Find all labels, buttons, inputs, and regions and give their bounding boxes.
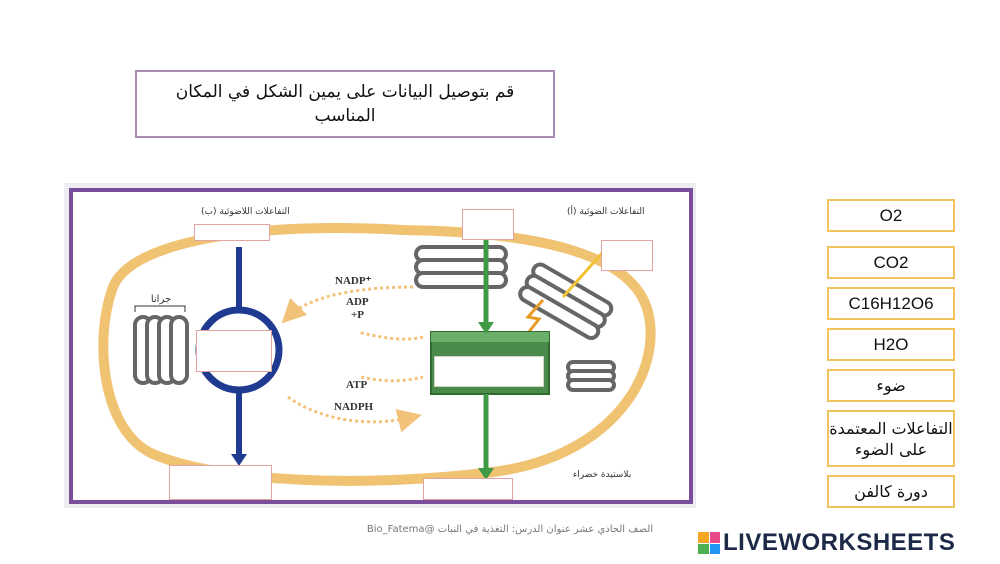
dark-reactions-title: (ب) التفاعلات اللاضوئية bbox=[201, 207, 290, 217]
photosynthesis-diagram: جرانا bbox=[69, 188, 693, 504]
answer-chip-o2[interactable]: O2 bbox=[827, 199, 955, 232]
drop-zone-top-right[interactable] bbox=[601, 240, 653, 271]
drop-zone-bottom-center[interactable] bbox=[423, 478, 513, 500]
diagram-canvas: جرانا bbox=[98, 205, 656, 486]
answer-chip-glucose[interactable]: C16H12O6 bbox=[827, 287, 955, 320]
lightning-icon bbox=[519, 299, 545, 343]
answer-chip-h2o[interactable]: H2O bbox=[827, 328, 955, 361]
answer-chip-co2[interactable]: CO2 bbox=[827, 246, 955, 279]
answer-chip-text: دورة كالفن bbox=[854, 482, 928, 501]
answer-chip-text: CO2 bbox=[873, 253, 909, 272]
thylakoid-tilted bbox=[518, 262, 614, 341]
answer-chip-text: O2 bbox=[879, 206, 903, 225]
answer-chip-light[interactable]: ضوء bbox=[827, 369, 955, 402]
drop-zone-bottom-left[interactable] bbox=[169, 465, 272, 500]
instruction-text: قم بتوصيل البيانات على يمين الشكل في الم… bbox=[175, 82, 515, 126]
atp-label: ATP bbox=[346, 379, 367, 391]
answer-chip-text: C16H12O6 bbox=[848, 294, 934, 313]
logo-mark-icon bbox=[698, 532, 720, 554]
instruction-box: قم بتوصيل البيانات على يمين الشكل في الم… bbox=[135, 70, 555, 138]
energy-flow-arrows bbox=[281, 285, 424, 433]
nadp-label: NADP⁺ bbox=[335, 275, 372, 287]
footer-text: الصف الحادي عشر عنوان الدرس: التغذية في … bbox=[366, 524, 654, 535]
light-reactions-title: (أ) التفاعلات الضوئية bbox=[567, 205, 644, 217]
chloroplast-label: بلاستيدة خضراء bbox=[573, 470, 631, 480]
grana-bracket bbox=[134, 305, 186, 312]
adp-label: ADP bbox=[346, 296, 369, 308]
drop-zone-top-left[interactable] bbox=[194, 224, 270, 241]
p-label: +P bbox=[351, 309, 364, 321]
drop-zone-thylakoid[interactable] bbox=[434, 356, 544, 387]
chloroplast-membrane bbox=[98, 222, 656, 486]
grana-stack-left bbox=[133, 315, 189, 385]
answer-chip-text: ضوء bbox=[876, 376, 906, 395]
footer-caption: الصف الحادي عشر عنوان الدرس: التغذية في … bbox=[360, 523, 660, 537]
light-ray bbox=[561, 251, 605, 298]
oxygen-arrowhead bbox=[478, 468, 494, 480]
grana-label: جرانا bbox=[151, 294, 171, 305]
drop-zone-top-center[interactable] bbox=[462, 209, 514, 240]
answer-chip-text: التفاعلات المعتمدة على الضوء bbox=[829, 418, 953, 459]
nadph-label: NADPH bbox=[334, 401, 374, 413]
sugar-output-arrowhead bbox=[231, 454, 247, 466]
drop-zone-calvin-center[interactable] bbox=[196, 330, 272, 372]
answer-chip-calvin-cycle[interactable]: دورة كالفن bbox=[827, 475, 955, 508]
answer-chip-light-reactions[interactable]: التفاعلات المعتمدة على الضوء bbox=[827, 410, 955, 467]
water-arrowhead bbox=[478, 322, 494, 334]
logo-text: LIVEWORKSHEETS bbox=[723, 529, 956, 556]
liveworksheets-logo[interactable]: LIVEWORKSHEETS bbox=[698, 528, 955, 558]
answer-chip-text: H2O bbox=[873, 335, 909, 354]
